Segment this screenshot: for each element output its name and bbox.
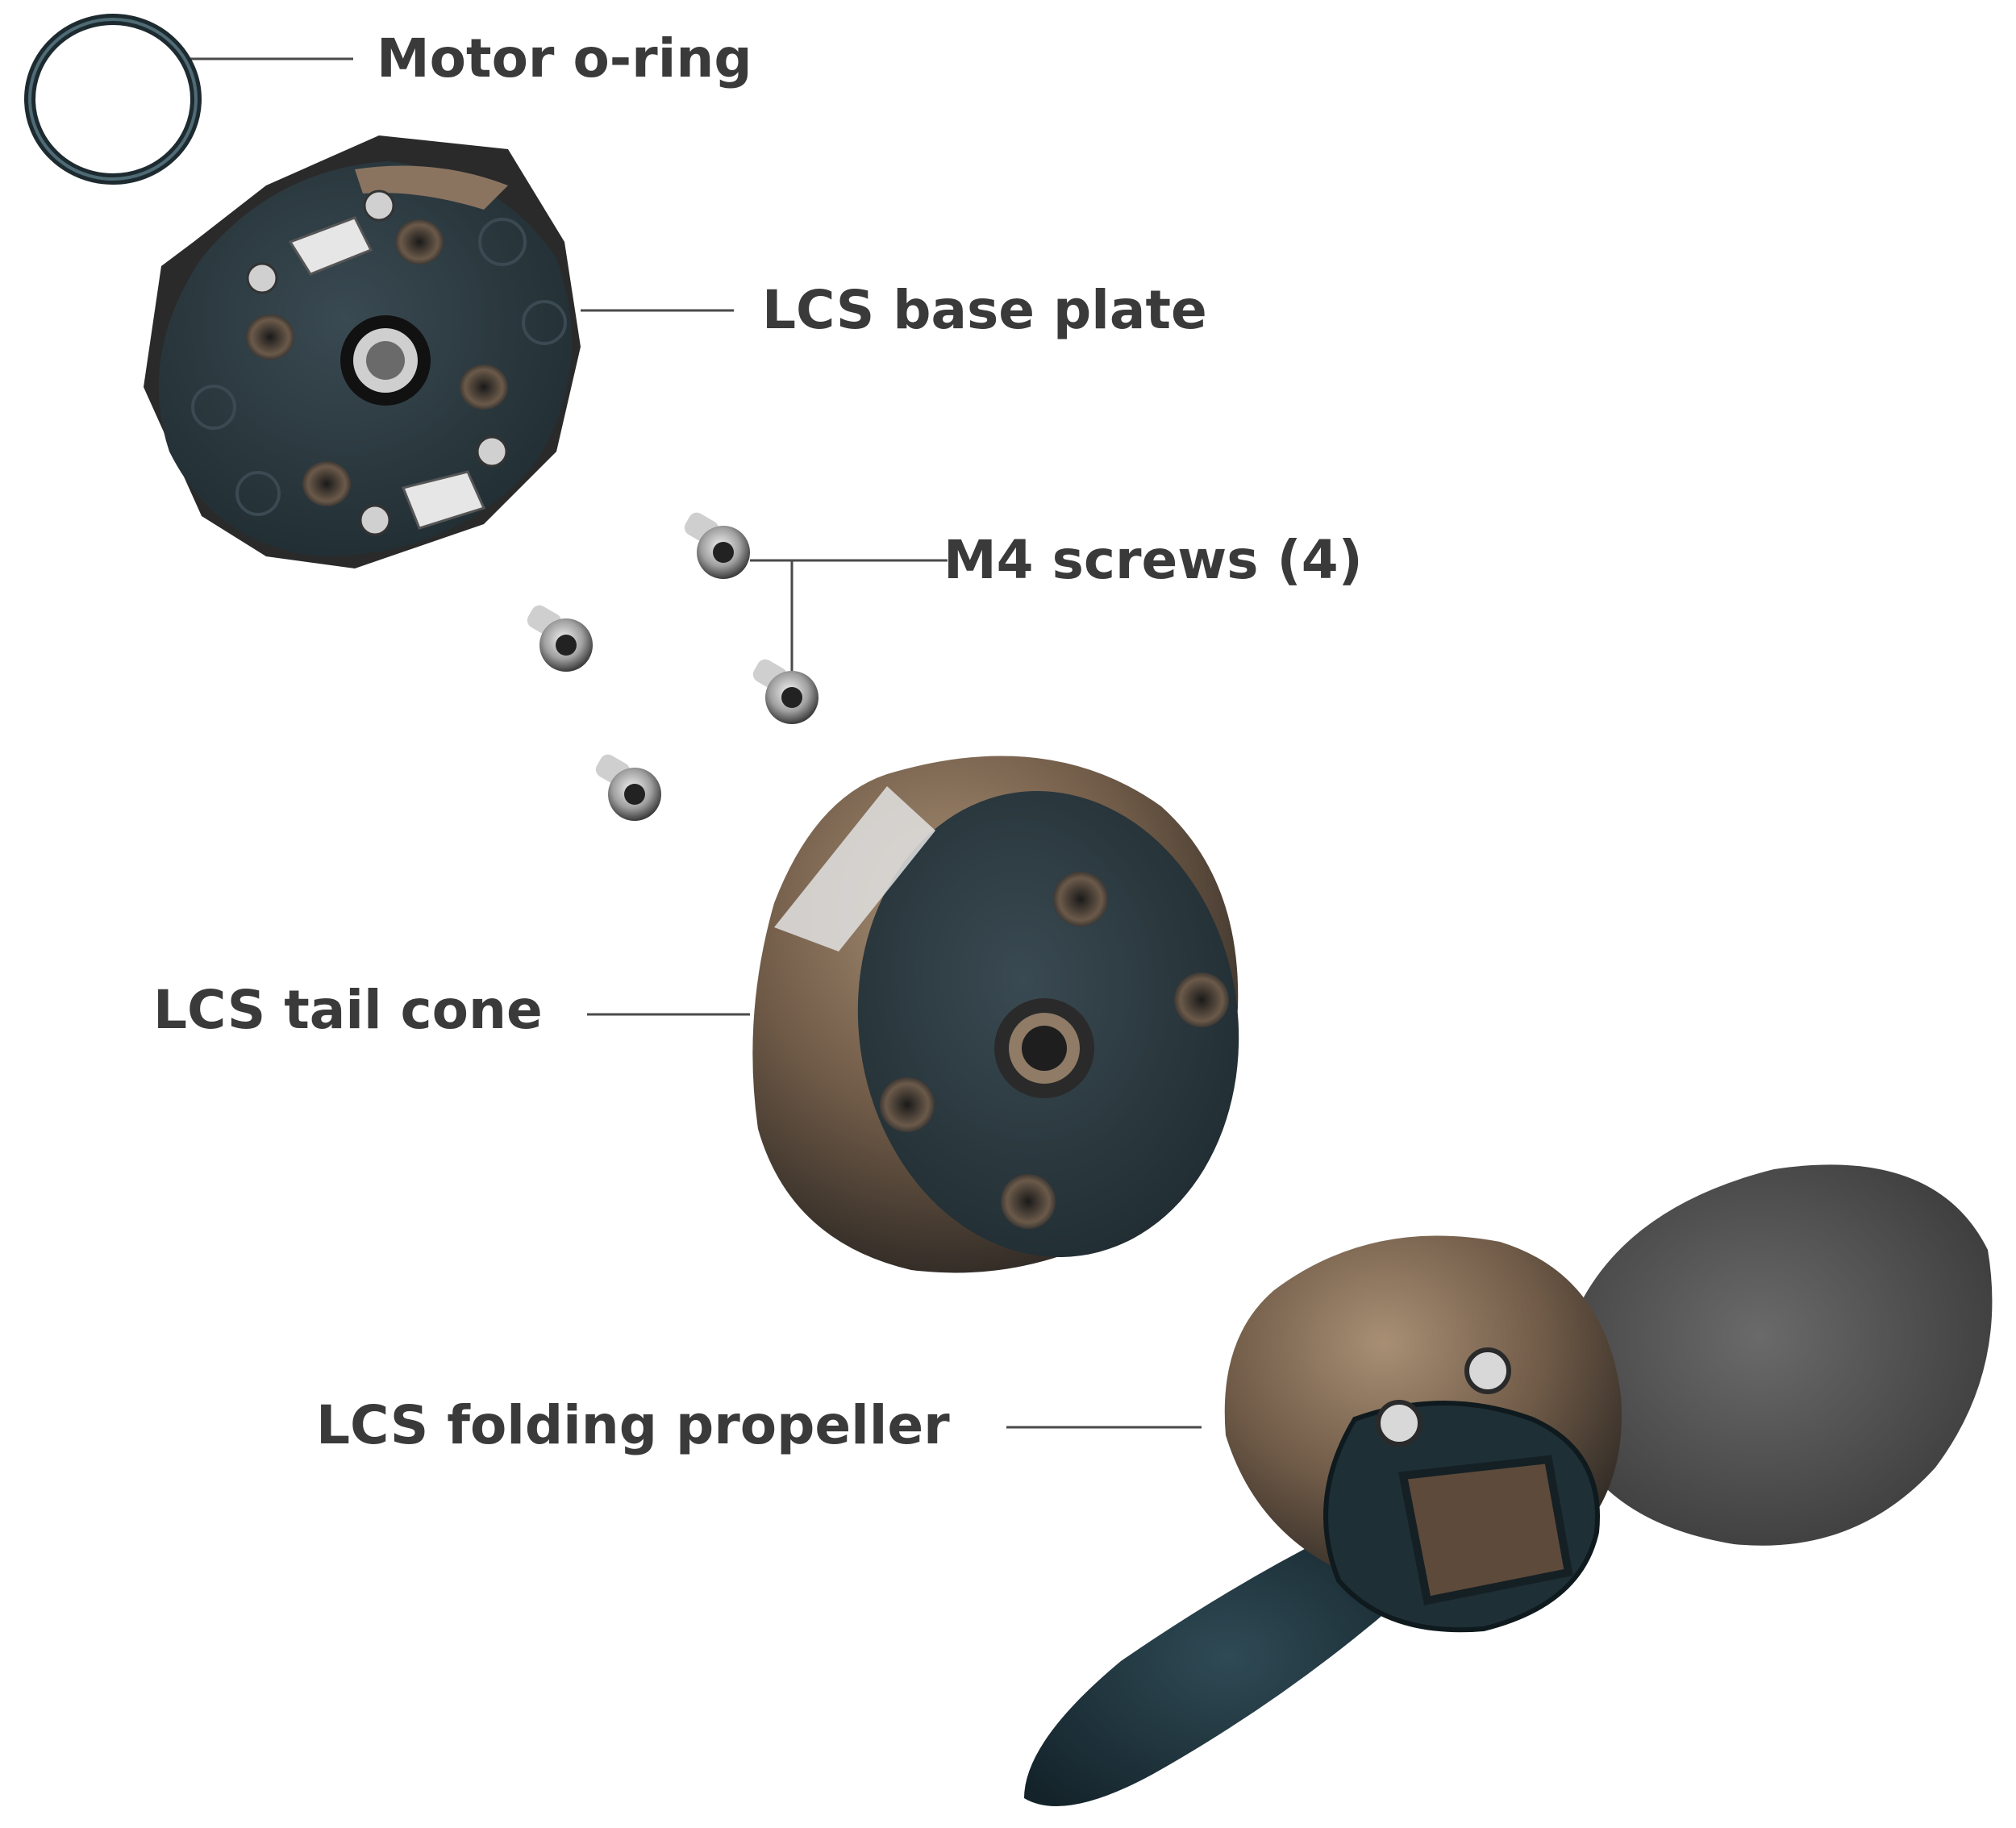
screw-3	[752, 659, 818, 724]
motor-oring-label: Motor o-ring	[377, 27, 752, 90]
screw-1	[684, 512, 750, 579]
tail-cone-label: LCS tail cone	[153, 979, 543, 1041]
folding-propeller-label: LCS folding propeller	[316, 1394, 950, 1456]
screws-leader-line	[750, 559, 948, 677]
motor-oring-illustration	[24, 14, 202, 185]
folding-propeller-illustration	[1024, 1164, 1993, 1806]
m4-screws-label: M4 screws (4)	[943, 529, 1363, 591]
tail-cone-illustration	[752, 756, 1239, 1273]
base-plate-illustration	[144, 135, 581, 568]
screw-4	[595, 754, 661, 821]
base-plate-label: LCS base plate	[762, 279, 1207, 341]
screw-2	[527, 605, 593, 672]
m4-screws-illustration	[527, 512, 818, 821]
